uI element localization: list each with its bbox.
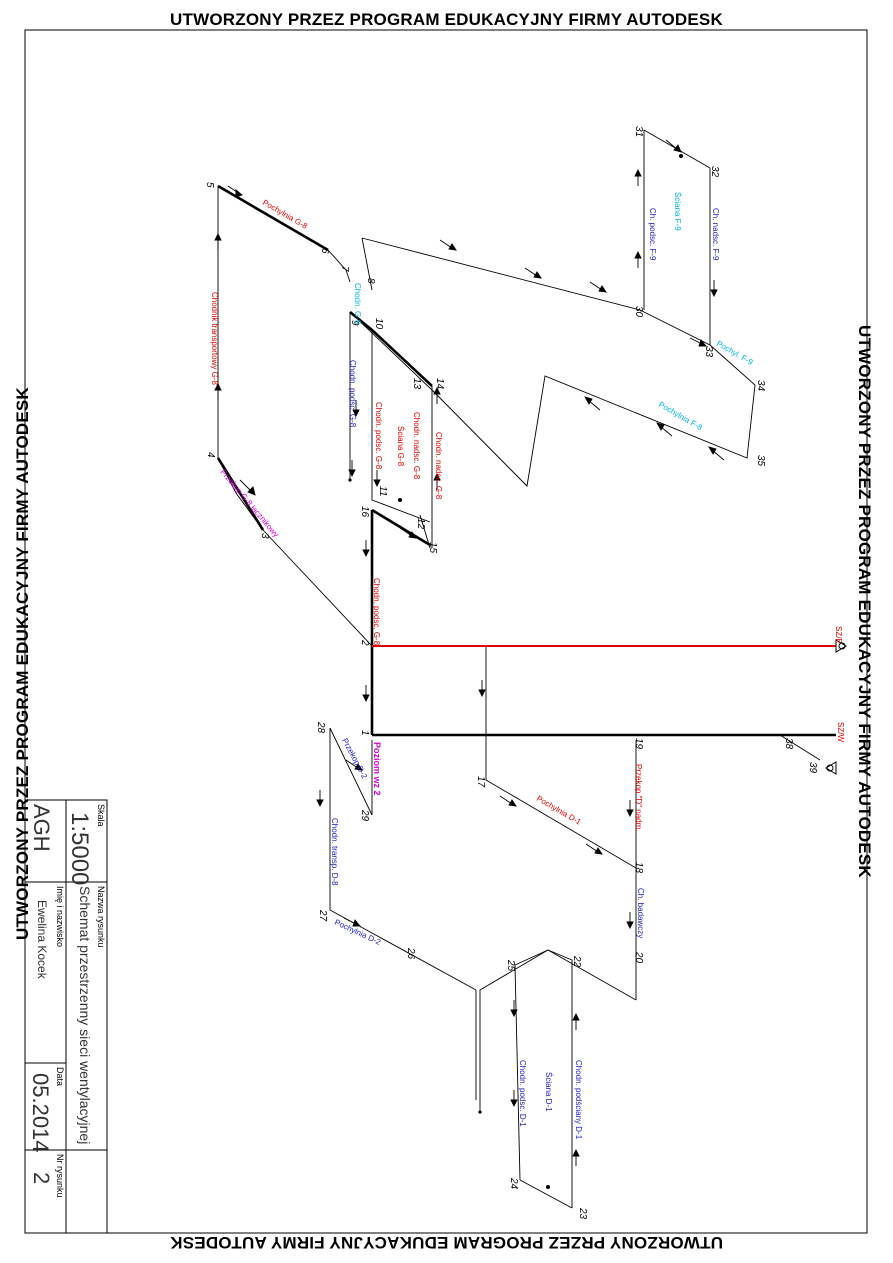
label-szyb-w: SZ/W <box>836 722 845 742</box>
node-28: 28 <box>315 721 326 734</box>
label-przekop-d-nazwa: Przekop "D" nadm. <box>634 764 643 831</box>
label-chodn-nadsc-g8b: Chodn. nadsc. G-8 <box>434 432 443 500</box>
label-chodnik-g9: Chodn. G-9 <box>353 283 362 325</box>
node-35: 35 <box>755 455 766 467</box>
drawing-name-value: Schemat przestrzenny sieci wentylacyjnej <box>77 886 93 1144</box>
node-6: 6 <box>319 248 330 254</box>
label-pochyl-f9: Pochyl. F-9 <box>715 339 755 367</box>
label-pochylnia-f8: Pochylnia F-8 <box>657 400 704 433</box>
label-chodnik-podsciany-d1: Chodn. podściany D-1 <box>574 1060 583 1140</box>
label-przekop-g8-lacznikowy: Przekop G-8 łącznikowy <box>218 468 280 540</box>
label-ch-badawczy: Ch. badawczy <box>636 888 645 938</box>
node-24: 24 <box>508 1177 519 1190</box>
node-38: 38 <box>783 738 794 750</box>
sheet-value: 2 <box>29 1172 54 1184</box>
label-ch-nadsc-f9: Ch. nadsc. F-9 <box>711 208 720 261</box>
node-16: 16 <box>359 506 370 518</box>
label-sciana-f9: Ściana F-9 <box>673 192 682 231</box>
author-value: Ewelina Kocek <box>35 900 49 980</box>
scale-label: Skala <box>96 804 106 827</box>
label-przekop-d2: Przekop D-2 <box>340 737 369 781</box>
org-value: AGH <box>29 804 54 852</box>
label-pochylnia-g8: Pochylnia G-8 <box>261 198 309 231</box>
node-19: 19 <box>633 738 644 750</box>
label-poziom: Poziom wz 2 <box>372 742 382 796</box>
scale-value: 1:5000 <box>66 812 93 885</box>
date-label: Data <box>55 1067 65 1086</box>
node-7: 7 <box>339 266 350 272</box>
date-value: 05.2014 <box>28 1073 53 1153</box>
node-10: 10 <box>373 318 384 330</box>
label-ch-podsc-f9: Ch. podsc. F-9 <box>648 208 657 261</box>
drawing-name-label: Nazwa rysunku <box>96 886 106 948</box>
node-4: 4 <box>205 452 216 458</box>
node-14: 14 <box>434 378 445 390</box>
node-18: 18 <box>633 862 644 874</box>
node-9: 9 <box>349 320 360 326</box>
node-13: 13 <box>411 378 422 390</box>
node-11: 11 <box>377 486 388 496</box>
node-22: 22 <box>571 955 582 968</box>
node-33: 33 <box>703 346 714 358</box>
label-chodn-nadsc-g8: Chodn. nadsc. G-8 <box>412 412 421 480</box>
label-chodn-transp-d8: Chodn. transp. D-8 <box>330 818 339 886</box>
node-32: 32 <box>709 166 720 178</box>
node-2: 2 <box>359 639 370 646</box>
node-3: 3 <box>259 533 270 539</box>
node-27: 27 <box>317 909 328 922</box>
label-chodn-podsc-main: Chodn. podsc. G-8 <box>372 578 381 646</box>
node-12: 12 <box>415 518 426 530</box>
node-5: 5 <box>204 182 215 188</box>
label-chodn-podsc-g8b: Chodn. podsc. G-8 <box>348 360 357 428</box>
node-17: 17 <box>475 776 486 788</box>
fan-icon-w <box>825 761 837 775</box>
label-pochylnia-d1: Pochylnia D-1 <box>535 794 583 827</box>
node-20: 20 <box>633 951 644 964</box>
node-34: 34 <box>755 380 766 392</box>
label-szyb-e: SZ/E <box>834 626 843 644</box>
label-pochylnia-d2: Pochylnia D-2 <box>333 918 382 947</box>
label-chodnik-transportowy-g8: Chodnik transportowy G-8 <box>210 292 219 385</box>
flow-arrows <box>214 139 725 1166</box>
node-29: 29 <box>359 809 370 822</box>
sheet-label: Nr rysunku <box>55 1154 65 1198</box>
node-31: 31 <box>633 126 644 137</box>
node-15: 15 <box>427 542 438 554</box>
label-chodn-podsc-g8: Chodn. podsc. G-8 <box>374 402 383 470</box>
regulator-markers <box>348 154 683 1189</box>
label-chodn-podsc-d1: Chodn. podsc. D-1 <box>518 1060 527 1127</box>
label-sciana-g8: Ściana G-8 <box>396 426 405 467</box>
title-block <box>24 799 108 1234</box>
node-26: 26 <box>405 947 416 960</box>
node-25: 25 <box>505 959 516 972</box>
watermark-top: UTWORZONY PRZEZ PROGRAM EDUKACYJNY FIRMY… <box>170 10 723 29</box>
author-label: Imię i nazwisko <box>55 886 65 947</box>
node-30: 30 <box>633 306 644 318</box>
label-sciana-d1: Ściana D-1 <box>544 1072 553 1112</box>
drawing-frame <box>24 29 868 1234</box>
node-8: 8 <box>365 278 376 284</box>
fan-icon-e <box>835 639 847 653</box>
node-23: 23 <box>577 1207 588 1220</box>
network-thin-lines <box>217 129 821 1209</box>
node-1: 1 <box>359 730 370 736</box>
node-39: 39 <box>807 762 818 774</box>
